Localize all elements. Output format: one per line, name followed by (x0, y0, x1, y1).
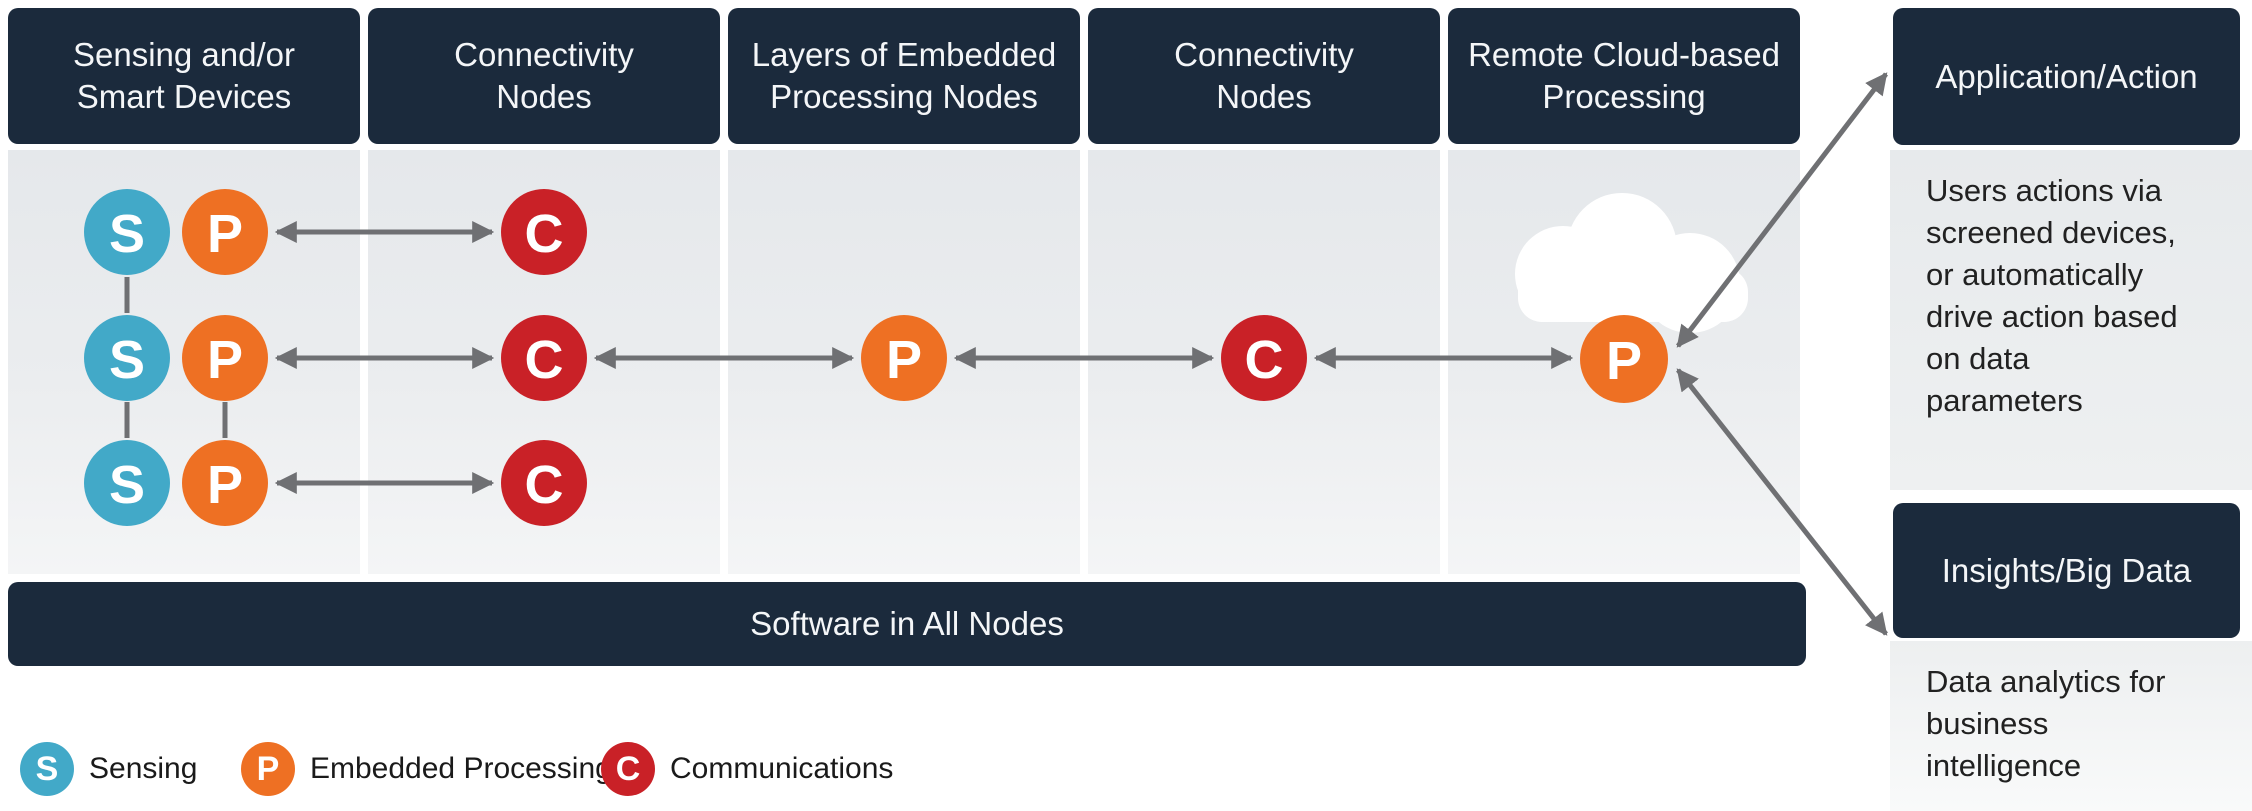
software-bar-label: Software in All Nodes (750, 605, 1064, 642)
sensing-node-icon: S (20, 742, 74, 796)
application-action-body: Users actions via screened devices, or a… (1890, 150, 2252, 490)
legend-label-communications: Communications (670, 752, 894, 785)
legend-item-sensing: S Sensing (20, 742, 197, 796)
node-P-label: P (1606, 331, 1642, 391)
insights-big-data-description: Data analytics for business intelligence (1926, 664, 2166, 783)
node-P-circle (1580, 315, 1668, 403)
node-C-label: C (525, 455, 564, 515)
node-S-label: S (109, 204, 145, 264)
node-P-circle (861, 315, 947, 401)
node-S-circle (84, 440, 170, 526)
node-C-circle (501, 189, 587, 275)
node-S-circle (84, 315, 170, 401)
column-header-sensing-devices: Sensing and/or Smart Devices (8, 8, 360, 144)
legend-item-communications: C Communications (601, 742, 893, 796)
node-S-label: S (109, 455, 145, 515)
legend-item-embedded-processing: P Embedded Processing (241, 742, 612, 796)
column-header-embedded-processing: Layers of Embedded Processing Nodes (728, 8, 1080, 144)
embedded-processing-node-icon: P (241, 742, 295, 796)
node-C-circle (501, 440, 587, 526)
legend-label-sensing: Sensing (89, 752, 198, 785)
node-S-label: S (109, 330, 145, 390)
node-P-circle (182, 440, 268, 526)
cloud-icon (1518, 268, 1748, 322)
legend-label-embedded-processing: Embedded Processing (310, 752, 612, 785)
application-action-header: Application/Action (1893, 8, 2240, 145)
node-P-label: P (207, 455, 243, 515)
node-S-circle (84, 189, 170, 275)
node-P-label: P (207, 330, 243, 390)
node-C-label: C (525, 204, 564, 264)
communications-node-icon: C (601, 742, 655, 796)
node-C-circle (501, 315, 587, 401)
node-C-circle (1221, 315, 1307, 401)
flow-arrow (1676, 368, 1888, 636)
flow-arrow (1676, 72, 1888, 348)
node-C-label: C (525, 330, 564, 390)
node-P-label: P (207, 204, 243, 264)
column-header-connectivity-nodes-2: Connectivity Nodes (1088, 8, 1440, 144)
node-P-circle (182, 189, 268, 275)
software-in-all-nodes-bar: Software in All Nodes (8, 582, 1806, 666)
insights-big-data-body: Data analytics for business intelligence (1890, 641, 2252, 811)
insights-big-data-header: Insights/Big Data (1893, 503, 2240, 638)
node-P-circle (182, 315, 268, 401)
node-C-label: C (1245, 330, 1284, 390)
node-P-label: P (886, 330, 922, 390)
application-action-description: Users actions via screened devices, or a… (1926, 173, 2178, 418)
column-header-connectivity-nodes-1: Connectivity Nodes (368, 8, 720, 144)
